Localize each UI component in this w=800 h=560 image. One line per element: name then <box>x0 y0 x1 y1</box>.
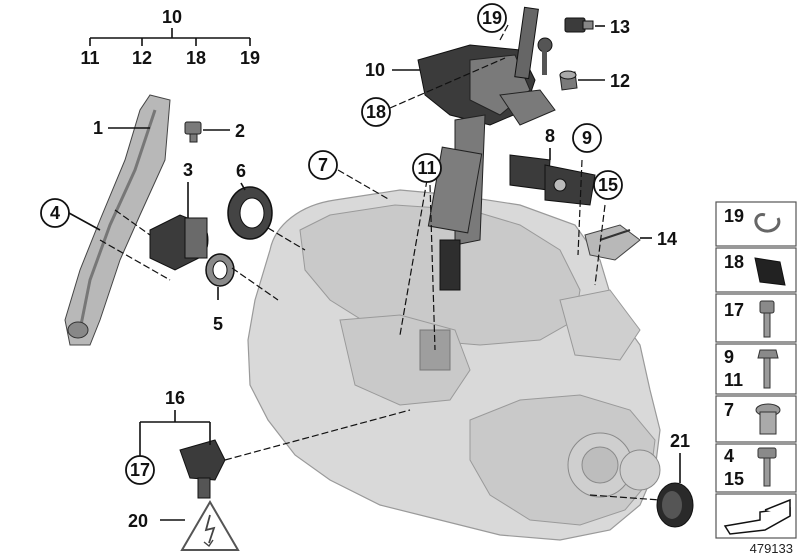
diagram-id: 479133 <box>750 541 793 556</box>
rubber-buffer-icon <box>754 257 786 286</box>
callout-16: 16 <box>165 388 185 408</box>
callout-19-group: 19 <box>240 48 260 68</box>
bolt-icon <box>757 447 777 487</box>
bracket-part-8-9 <box>509 154 596 206</box>
callout-8: 8 <box>545 126 555 146</box>
arrow-icon <box>723 498 791 535</box>
legend-17-label: 17 <box>724 300 744 320</box>
callout-1: 1 <box>93 118 103 138</box>
bolt-part-2 <box>184 121 202 143</box>
legend-7-label: 7 <box>724 400 734 420</box>
callout-21: 21 <box>670 431 690 451</box>
callout-12-group: 12 <box>132 48 152 68</box>
shaft-seal-part <box>227 186 273 240</box>
gear-shift-mechanism-part <box>417 6 556 291</box>
bolt-icon <box>759 300 775 338</box>
bracket-part-14 <box>584 224 641 261</box>
callout-13: 13 <box>610 17 630 37</box>
callout-2: 2 <box>235 121 245 141</box>
circlip-icon <box>754 213 781 233</box>
release-lever-part <box>64 94 171 346</box>
callout-10-group: 10 <box>162 7 182 27</box>
callout-19-circled: 19 <box>482 8 502 28</box>
legend-11-label: 11 <box>724 370 743 390</box>
legend-18-label: 18 <box>724 252 744 272</box>
fastener-legend: 19 18 17 9 11 7 4 15 <box>715 201 797 539</box>
legend-15-label: 15 <box>724 469 744 489</box>
callout-18-circled: 18 <box>366 102 386 122</box>
callout-11-group: 11 <box>80 48 99 68</box>
leader-lines <box>68 25 681 521</box>
callout-4-circled: 4 <box>50 203 60 223</box>
callout-10: 10 <box>365 60 385 80</box>
callout-5: 5 <box>213 314 223 334</box>
legend-19-label: 19 <box>724 206 744 226</box>
callout-11-circled: 11 <box>417 158 436 178</box>
bolt-icon <box>757 349 779 389</box>
callout-15-circled: 15 <box>598 175 618 195</box>
gearbox-housing <box>247 189 661 541</box>
bearing-ring-part <box>205 253 235 287</box>
callout-17-circled: 17 <box>130 460 150 480</box>
legend-4-label: 4 <box>724 446 734 466</box>
sensor-part <box>564 17 594 33</box>
cover-cap-part <box>656 482 694 528</box>
dashed-leaders <box>99 24 661 501</box>
callout-12: 12 <box>610 71 630 91</box>
circled-callouts: 4 7 11 19 18 9 15 17 <box>40 3 623 485</box>
callout-7-circled: 7 <box>318 155 328 175</box>
callout-20: 20 <box>128 511 148 531</box>
guide-sleeve-part <box>149 214 209 271</box>
callout-14: 14 <box>657 229 677 249</box>
callout-6: 6 <box>236 161 246 181</box>
sensor-bracket-part <box>179 439 226 499</box>
callout-labels: 10 11 12 18 19 1 2 3 6 5 10 13 12 8 14 1… <box>80 7 690 531</box>
legend-9-label: 9 <box>724 347 734 367</box>
callout-9-circled: 9 <box>582 128 592 148</box>
screw-plug-icon <box>755 403 781 435</box>
callout-18-group: 18 <box>186 48 206 68</box>
bush-part <box>559 70 578 91</box>
warning-triangle-icon <box>180 500 240 551</box>
callout-3: 3 <box>183 160 193 180</box>
